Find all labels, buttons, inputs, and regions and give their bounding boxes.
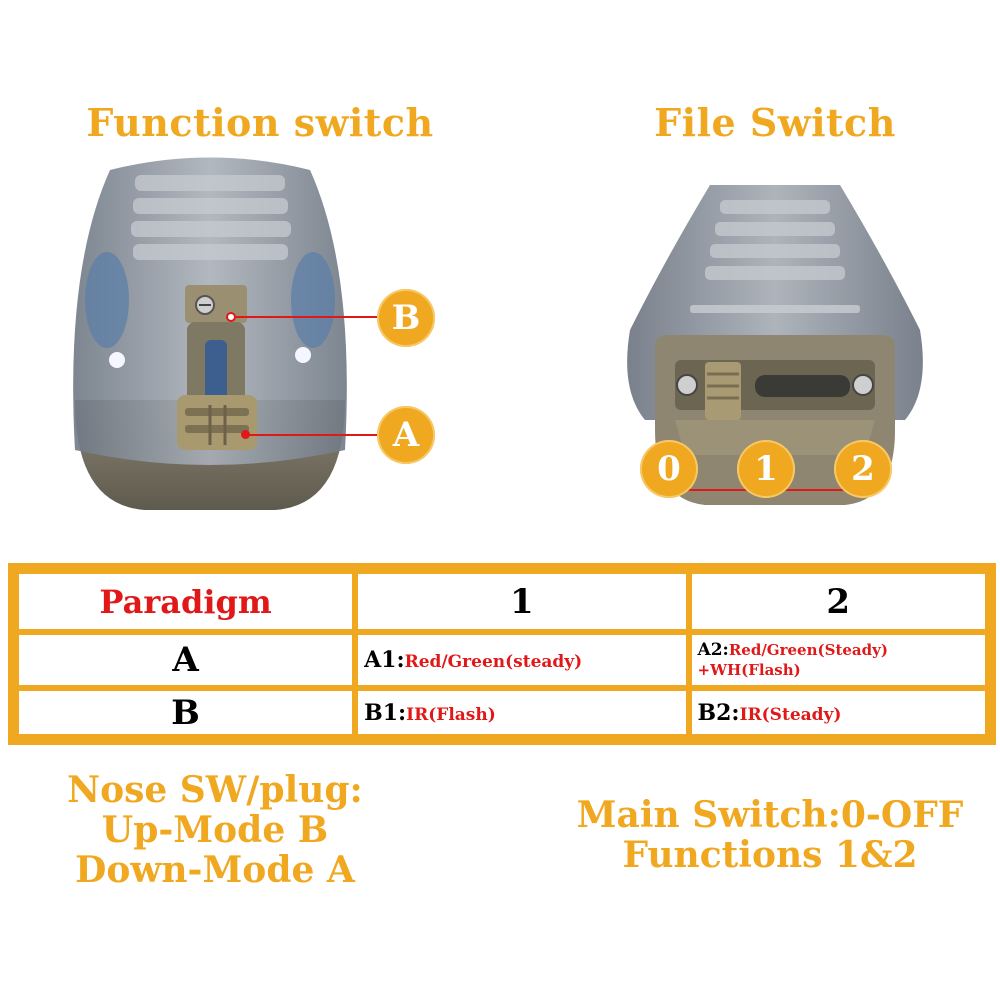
- cell-b2: B2:IR(Steady): [688, 688, 988, 737]
- cell-a1: A1:Red/Green(steady): [355, 632, 689, 689]
- function-switch-heading: Function switch: [86, 100, 434, 145]
- table-header-row: Paradigm 1 2: [16, 571, 988, 633]
- callout-a-line: [248, 434, 382, 436]
- nose-note-line: Down-Mode A: [75, 849, 355, 891]
- column-1-header: 1: [355, 571, 689, 633]
- mode-table: Paradigm 1 2 A A1:Red/Green(steady) A2:R…: [8, 563, 996, 745]
- cell-b1-code: B1:: [364, 699, 407, 726]
- cell-a1-desc: Red/Green(steady): [404, 652, 583, 673]
- nose-note-line: Up-Mode B: [101, 809, 329, 851]
- cell-a2: A2:Red/Green(Steady) +WH(Flash): [688, 632, 988, 689]
- cell-b2-desc: IR(Steady): [739, 704, 842, 725]
- position-2-badge: 2: [834, 440, 892, 498]
- main-note-line: Main Switch:0-OFF: [576, 794, 964, 836]
- callout-a-badge: A: [377, 406, 435, 464]
- callout-a-anchor: [241, 430, 250, 439]
- cell-b2-code: B2:: [697, 699, 740, 726]
- cell-b1: B1:IR(Flash): [355, 688, 689, 737]
- file-switch-heading: File Switch: [654, 100, 896, 145]
- callout-b-badge: B: [377, 289, 435, 347]
- position-1-badge: 1: [737, 440, 795, 498]
- paradigm-header: Paradigm: [16, 571, 356, 633]
- position-0-badge: 0: [640, 440, 698, 498]
- table-row: B B1:IR(Flash) B2:IR(Steady): [16, 688, 988, 737]
- nose-note-line: Nose SW/plug:: [67, 769, 363, 811]
- cell-a1-code: A1:: [364, 647, 405, 674]
- main-note-line: Functions 1&2: [622, 834, 918, 876]
- callout-b-line: [234, 316, 384, 318]
- cell-a2-desc-line2: +WH(Flash): [697, 661, 801, 680]
- mode-b-label: B: [16, 688, 356, 737]
- table-row: A A1:Red/Green(steady) A2:Red/Green(Stea…: [16, 632, 988, 689]
- cell-a2-code: A2:: [697, 640, 729, 661]
- nose-switch-note: Nose SW/plug: Up-Mode B Down-Mode A: [30, 770, 400, 890]
- main-switch-note: Main Switch:0-OFF Functions 1&2: [540, 795, 1000, 875]
- column-2-header: 2: [688, 571, 988, 633]
- mode-a-label: A: [16, 632, 356, 689]
- cell-b1-desc: IR(Flash): [406, 704, 496, 725]
- device-top-view-image: [73, 157, 347, 510]
- cell-a2-desc: Red/Green(Steady): [728, 641, 888, 660]
